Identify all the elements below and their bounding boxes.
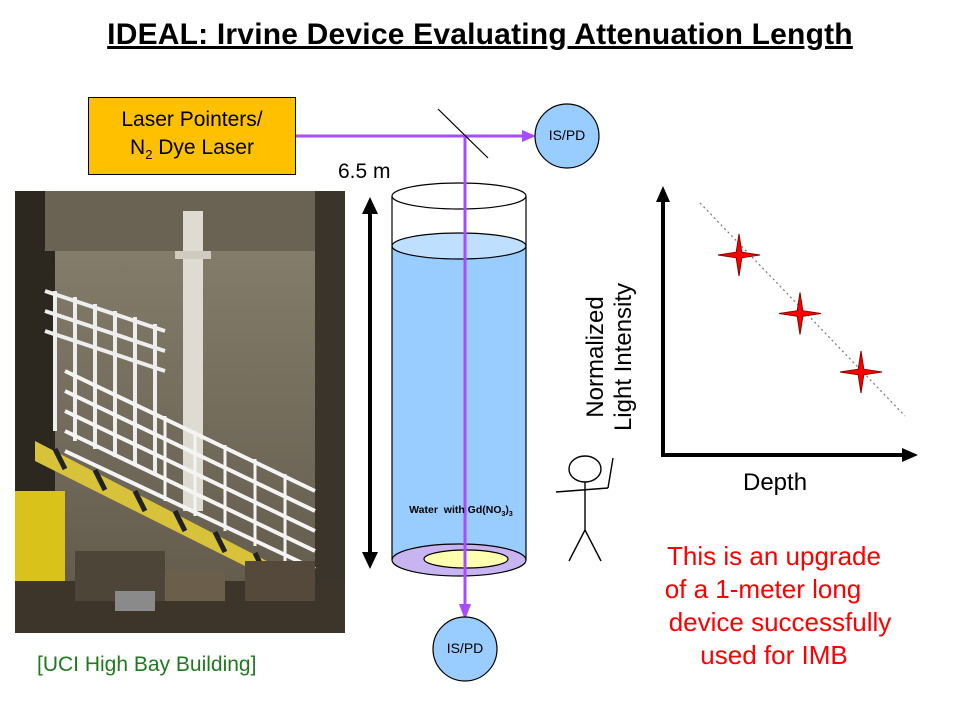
note-line: of a 1-meter long	[664, 574, 862, 604]
stick-figure-icon	[555, 455, 614, 562]
note-line: device successfully	[668, 607, 892, 637]
trend-line	[699, 202, 906, 417]
page-title: IDEAL: Irvine Device Evaluating Attenuat…	[107, 18, 853, 51]
top-detector-icon	[534, 103, 600, 169]
top-detector-label: IS/PD	[548, 127, 586, 143]
bottom-detector-icon	[432, 616, 498, 682]
laser-label-line1: Laser Pointers/	[121, 108, 263, 131]
chart-axes	[656, 186, 918, 462]
laser-beam	[296, 130, 536, 620]
water-tube	[391, 182, 527, 577]
data-point-star-1	[717, 233, 761, 277]
laser-label-line2: N2 Dye Laser	[130, 136, 254, 163]
note-line: This is an upgrade	[667, 541, 881, 571]
chart-x-label: Depth	[743, 469, 808, 496]
tube-height-label: 6.5 m	[338, 160, 391, 183]
note-line: used for IMB	[700, 640, 848, 670]
height-arrow	[362, 197, 378, 569]
photo-caption: [UCI High Bay Building]	[37, 653, 257, 676]
laser-source-box: Laser Pointers/ N2 Dye Laser	[88, 97, 296, 175]
high-bay-photo	[15, 191, 345, 633]
data-point-star-3	[839, 350, 883, 394]
data-point-star-2	[778, 292, 822, 335]
bottom-detector-label: IS/PD	[446, 640, 484, 656]
beam-splitter	[437, 108, 489, 159]
chart-y-label: Normalized Light Intensity	[582, 282, 637, 432]
upgrade-note: This is an upgrade of a 1-meter long dev…	[614, 540, 934, 672]
water-label: Water with Gd(NO3)3	[409, 504, 513, 519]
